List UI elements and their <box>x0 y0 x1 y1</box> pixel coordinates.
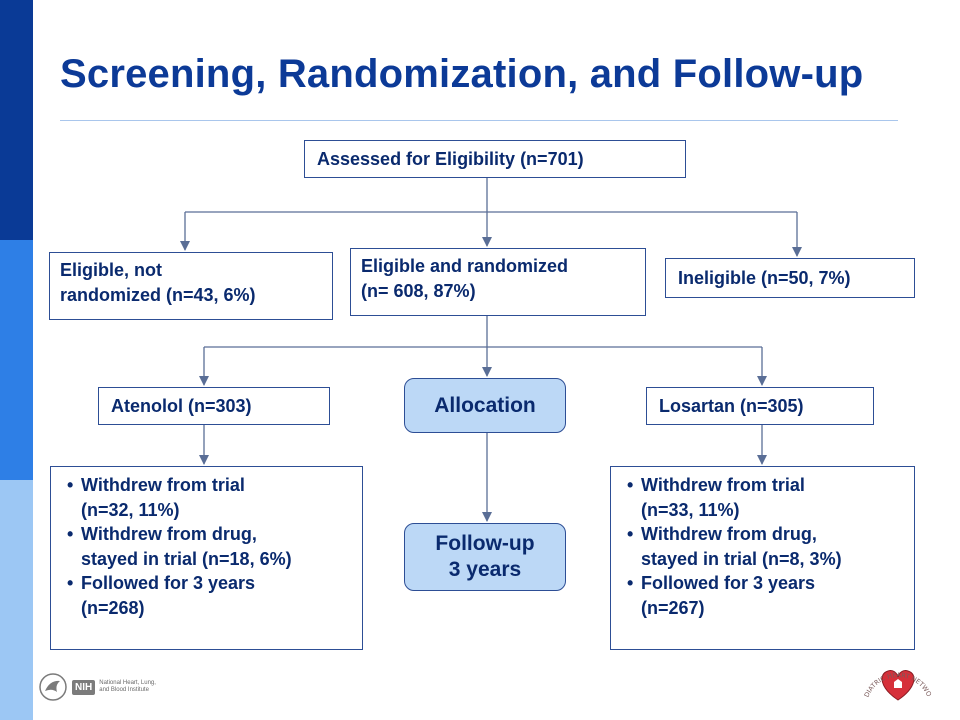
atenolol-outcomes-list: Withdrew from trial (n=32, 11%) Withdrew… <box>61 473 352 620</box>
nih-badge: NIH <box>72 679 96 695</box>
list-item: Withdrew from drug, stayed in trial (n=1… <box>61 522 352 571</box>
eligible-randomized-line-2: (n= 608, 87%) <box>361 281 476 301</box>
sidebar-band-mid <box>0 240 33 480</box>
losartan-outcomes-box: Withdrew from trial (n=33, 11%) Withdrew… <box>610 466 915 650</box>
sidebar-band-light <box>0 480 33 720</box>
eligible-randomized-box: Eligible and randomized (n= 608, 87%) <box>350 248 646 316</box>
allocation-label: Allocation <box>434 393 536 417</box>
sidebar-band-dark <box>0 0 33 240</box>
eligible-not-randomized-box: Eligible, not randomized (n=43, 6%) <box>49 252 333 320</box>
nhlbi-name: National Heart, Lung, and Blood Institut… <box>99 680 156 693</box>
list-item: Withdrew from drug, stayed in trial (n=8… <box>621 522 904 571</box>
ineligible-label: Ineligible (n=50, 7%) <box>678 267 851 288</box>
eligible-randomized-line-1: Eligible and randomized <box>361 256 569 276</box>
list-item: Followed for 3 years (n=268) <box>61 571 352 620</box>
assessed-eligibility-box: Assessed for Eligibility (n=701) <box>304 140 686 178</box>
losartan-box: Losartan (n=305) <box>646 387 874 425</box>
allocation-box: Allocation <box>404 378 566 433</box>
pediatric-heart-network-logo: PEDIATRIC HEART NETWORK <box>858 658 933 701</box>
eligible-not-randomized-line-1: Eligible, not <box>60 260 162 280</box>
atenolol-box: Atenolol (n=303) <box>98 387 330 425</box>
assessed-eligibility-label: Assessed for Eligibility (n=701) <box>317 148 584 169</box>
hhs-eagle-icon <box>39 673 67 701</box>
list-item: Withdrew from trial (n=32, 11%) <box>61 473 352 522</box>
eligible-not-randomized-line-2: randomized (n=43, 6%) <box>60 285 256 305</box>
atenolol-outcomes-box: Withdrew from trial (n=32, 11%) Withdrew… <box>50 466 363 650</box>
followup-box: Follow-up 3 years <box>404 523 566 591</box>
list-item: Followed for 3 years (n=267) <box>621 571 904 620</box>
slide-title: Screening, Randomization, and Follow-up <box>60 52 864 96</box>
title-divider <box>60 120 898 121</box>
atenolol-label: Atenolol (n=303) <box>111 395 252 416</box>
followup-line-1: Follow-up <box>435 532 535 555</box>
losartan-label: Losartan (n=305) <box>659 395 804 416</box>
list-item: Withdrew from trial (n=33, 11%) <box>621 473 904 522</box>
decorative-sidebar <box>0 0 33 720</box>
ineligible-box: Ineligible (n=50, 7%) <box>665 258 915 298</box>
nih-nhlbi-logo: NIH National Heart, Lung, and Blood Inst… <box>38 672 169 702</box>
losartan-outcomes-list: Withdrew from trial (n=33, 11%) Withdrew… <box>621 473 904 620</box>
followup-line-2: 3 years <box>448 558 522 581</box>
